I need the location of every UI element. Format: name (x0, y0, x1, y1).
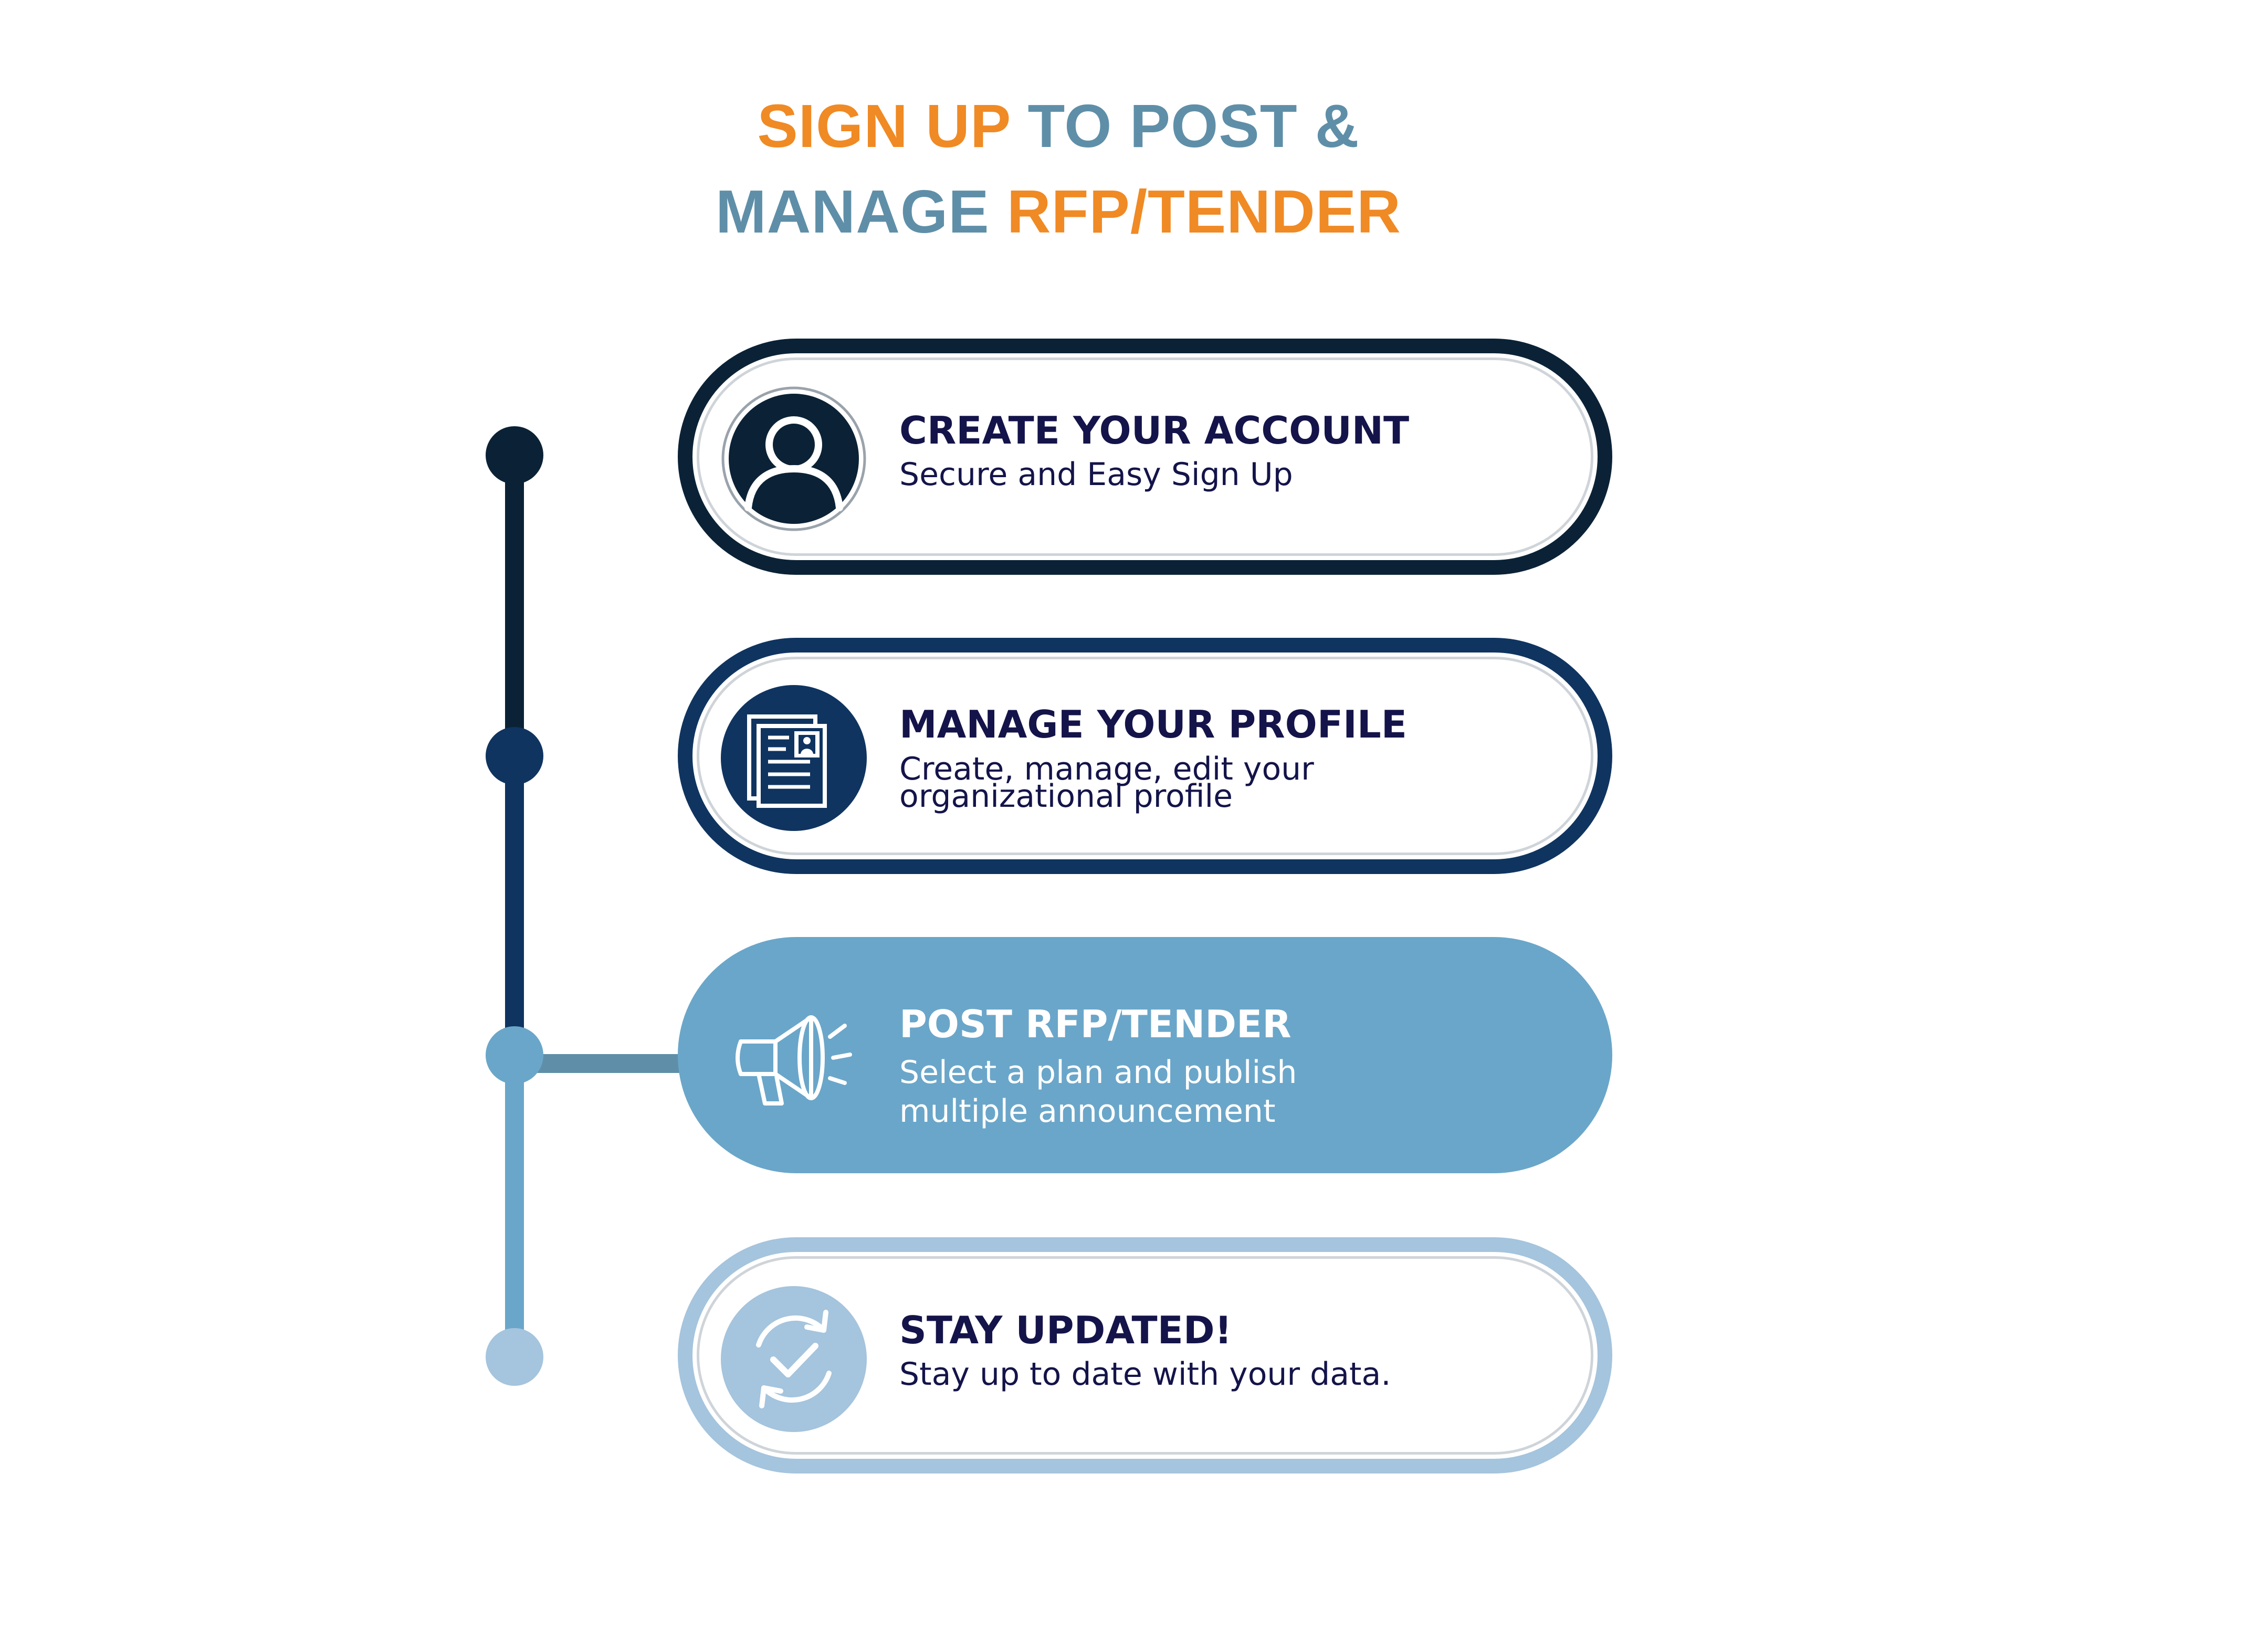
step-heading-post-rfp: POST RFP/TENDER (899, 1002, 1292, 1046)
step-description-create-account: Secure and Easy Sign Up (899, 456, 1293, 493)
page-title-line-2: MANAGE RFP/TENDER (0, 170, 2117, 254)
timeline-node-2 (486, 727, 543, 785)
timeline-node-4 (486, 1328, 543, 1386)
megaphone-icon (721, 987, 867, 1133)
step-description-post-rfp-line-2: multiple announcement (899, 1093, 1276, 1130)
step-card-post-rfp (678, 937, 1612, 1173)
step-heading-stay-updated: STAY UPDATED! (899, 1308, 1232, 1352)
profile-document-icon (721, 685, 867, 831)
title-highlight-sign-up: SIGN UP (757, 92, 1011, 160)
step-description-post-rfp-line-1: Select a plan and publish (899, 1054, 1297, 1091)
step-heading-manage-profile: MANAGE YOUR PROFILE (899, 702, 1407, 746)
step-description-stay-updated: Stay up to date with your data. (899, 1356, 1391, 1393)
refresh-check-icon (721, 1286, 867, 1432)
timeline-connector (533, 1054, 685, 1073)
timeline-node-3 (486, 1026, 543, 1084)
title-text-manage: MANAGE (716, 177, 1007, 246)
title-highlight-rfp-tender: RFP/TENDER (1006, 177, 1401, 246)
timeline-segment-1 (505, 451, 524, 756)
user-icon (721, 386, 867, 532)
timeline-segment-3 (505, 1055, 524, 1354)
title-text-to-post: TO POST & (1010, 92, 1360, 160)
step-description-manage-profile-line-1: Create, manage, edit your (899, 751, 1314, 787)
step-heading-create-account: CREATE YOUR ACCOUNT (899, 408, 1410, 452)
page-title-line-1: SIGN UP TO POST & (0, 84, 2117, 168)
step-description-manage-profile-line-2: organizational profile (899, 778, 1233, 815)
timeline-segment-2 (505, 756, 524, 1055)
timeline-node-1 (486, 426, 543, 484)
